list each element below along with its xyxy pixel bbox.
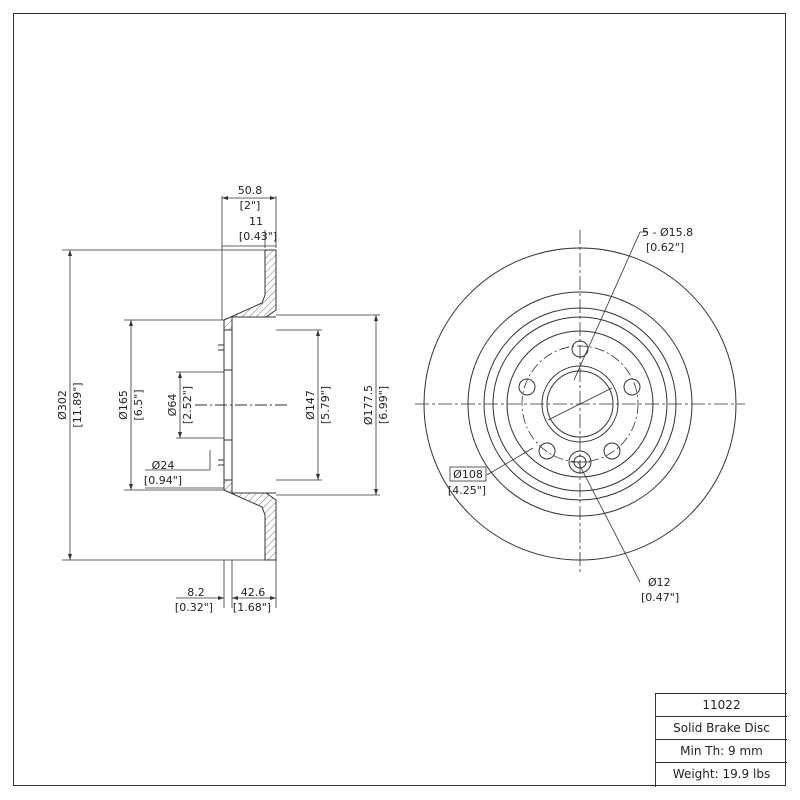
label-dia-165: Ø165 [117,390,130,420]
label-total-width: 50.8 [238,184,263,197]
part-description: Solid Brake Disc [656,717,787,740]
bolt-circle-label-box [449,466,487,482]
bolt-hole [623,378,641,396]
label-height-in: [1.68"] [233,601,271,614]
label-dia-147-in: [5.79"] [319,386,332,424]
label-rotor-thickness: 11 [249,215,263,228]
front-labels: 5 - Ø15.8 [0.62"] Ø108 [4.25"] Ø12 [0.47… [448,226,693,604]
label-total-width-in: [2"] [240,199,261,212]
label-bolt-holes: 5 - Ø15.8 [642,226,693,239]
label-hat-thickness-in: [0.32"] [175,601,213,614]
side-dimensions [62,196,380,608]
label-rotor-thickness-in: [0.43"] [239,230,277,243]
label-dia-24: Ø24 [152,459,175,472]
label-bolt-holes-in: [0.62"] [646,241,684,254]
bolt-hole [538,442,556,460]
label-outer-dia: Ø302 [56,390,69,420]
weight: Weight: 19.9 lbs [672,767,771,781]
label-hat-thickness: 8.2 [187,586,205,599]
side-labels: 50.8 [2"] 11 [0.43"] Ø302 [11.89"] Ø165 … [56,184,390,614]
label-dia-1775: Ø177.5 [362,385,375,425]
label-dia-1775-in: [6.99"] [377,386,390,424]
label-small-hole: Ø12 [648,576,671,589]
bolt-hole [518,378,536,396]
label-dia-147: Ø147 [304,390,317,420]
label-bolt-circle-in: [4.25"] [448,484,486,497]
section-hatch-bottom [223,479,277,561]
label-bolt-circle: Ø108 [453,468,483,481]
label-dia-165-in: [6.5"] [132,389,145,420]
bolt-hole [603,442,621,460]
arrowheads [68,196,378,600]
title-block: 11022 Solid Brake Disc Min Th: 9 mm Weig… [655,693,787,787]
label-dia-24-in: [0.94"] [144,474,182,487]
part-number: 11022 [656,694,787,717]
drawing-frame [13,13,786,786]
section-hatch-top [223,249,277,331]
label-outer-dia-in: [11.89"] [71,382,84,427]
min-thickness: Min Th: 9 mm [656,740,787,763]
label-center-bore: Ø64 [166,394,179,417]
label-height: 42.6 [241,586,266,599]
side-section-view [195,249,290,561]
label-center-bore-in: [2.52"] [181,386,194,424]
label-small-hole-in: [0.47"] [641,591,679,604]
front-view [415,230,745,583]
